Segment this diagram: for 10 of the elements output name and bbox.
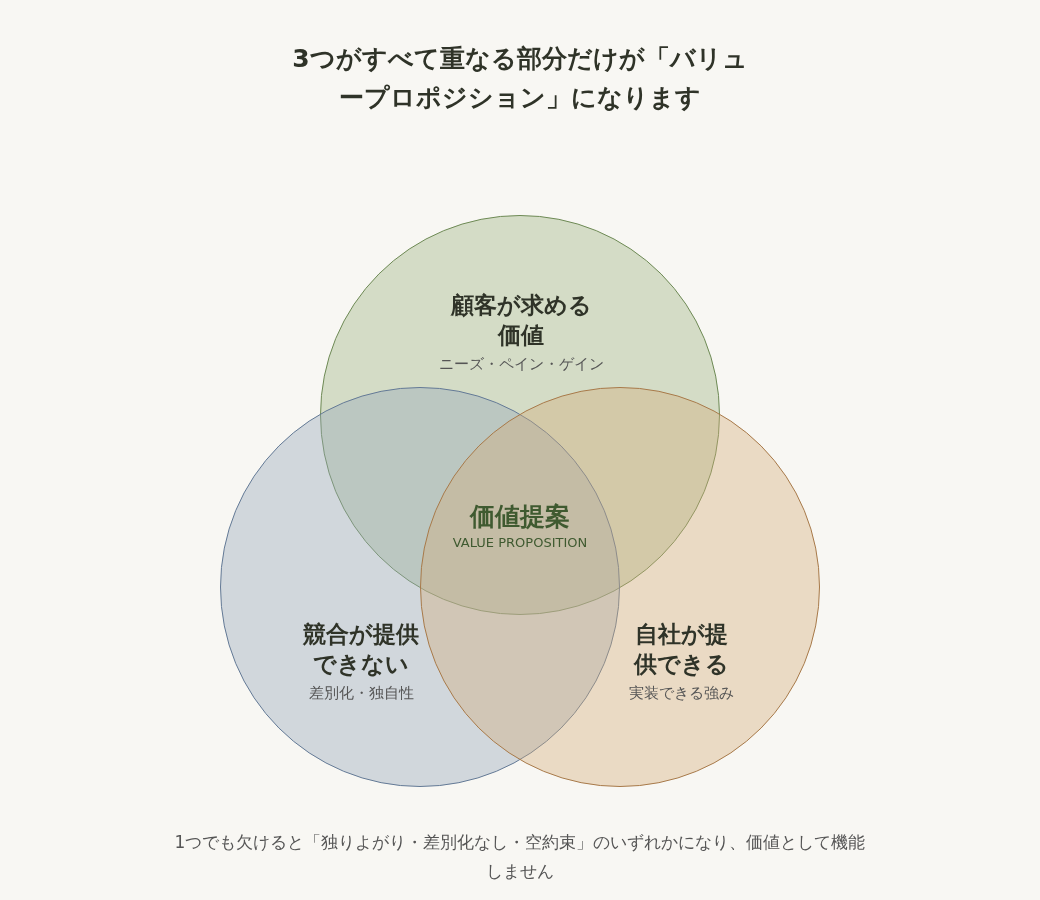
circle-heading: 競合が提供できない: [302, 620, 420, 679]
circle-heading: 自社が提供できる: [632, 620, 730, 679]
center-sublabel: VALUE PROPOSITION: [451, 535, 589, 550]
circle-heading: 顧客が求める価値: [449, 291, 593, 350]
center-label: 価値提案: [468, 501, 571, 533]
title: 3つがすべて重なる部分だけが「バリュープロポジション」になります: [291, 43, 749, 114]
circle-subtext: ニーズ・ペイン・ゲイン: [437, 354, 605, 374]
caption: 1つでも欠けると「独りよがり・差別化なし・空約束」のいずれかになり、価値として機能しません: [173, 831, 867, 883]
circle-subtext: 実装できる強み: [627, 683, 735, 703]
circle-subtext: 差別化・独自性: [307, 683, 415, 703]
